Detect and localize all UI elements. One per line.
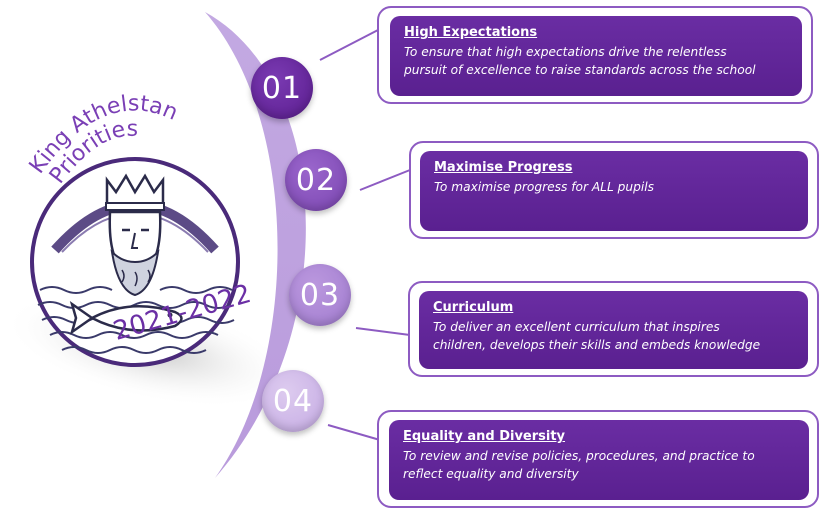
priority-description-1a: To ensure that high expectations drive t… xyxy=(404,45,727,59)
priority-title-3: Curriculum xyxy=(433,300,514,315)
water-waves xyxy=(37,286,235,354)
priority-card-4-content: Equality and Diversity To review and rev… xyxy=(389,420,809,500)
priority-description-3b: children, develops their skills and embe… xyxy=(433,338,761,352)
priority-card-3-content: Curriculum To deliver an excellent curri… xyxy=(419,291,808,369)
priority-description-4a: To review and revise policies, procedure… xyxy=(403,449,755,463)
school-logo-emblem xyxy=(30,157,240,367)
priority-title-1: High Expectations xyxy=(404,25,538,40)
priority-description-1b: pursuit of excellence to raise standards… xyxy=(404,63,756,77)
priority-badge-02: 02 xyxy=(285,149,347,211)
priority-card-1-content: High Expectations To ensure that high ex… xyxy=(390,16,802,96)
priority-badge-01: 01 xyxy=(251,57,313,119)
king-head-icon xyxy=(105,173,165,297)
pointer-2 xyxy=(359,169,411,191)
priority-title-4: Equality and Diversity xyxy=(403,429,566,444)
priority-badge-03: 03 xyxy=(289,264,351,326)
priority-description-3a: To deliver an excellent curriculum that … xyxy=(433,320,720,334)
priority-description-4b: reflect equality and diversity xyxy=(403,467,579,481)
fish-icon xyxy=(69,300,183,336)
pointer-1 xyxy=(319,28,379,61)
pointer-3 xyxy=(355,327,411,336)
pointer-4 xyxy=(327,424,381,441)
priority-title-2: Maximise Progress xyxy=(434,160,573,175)
priority-badge-04: 04 xyxy=(262,370,324,432)
priority-description-2: To maximise progress for ALL pupils xyxy=(434,180,654,194)
crescent-shape xyxy=(205,12,306,478)
priority-card-2-content: Maximise Progress To maximise progress f… xyxy=(420,151,808,231)
